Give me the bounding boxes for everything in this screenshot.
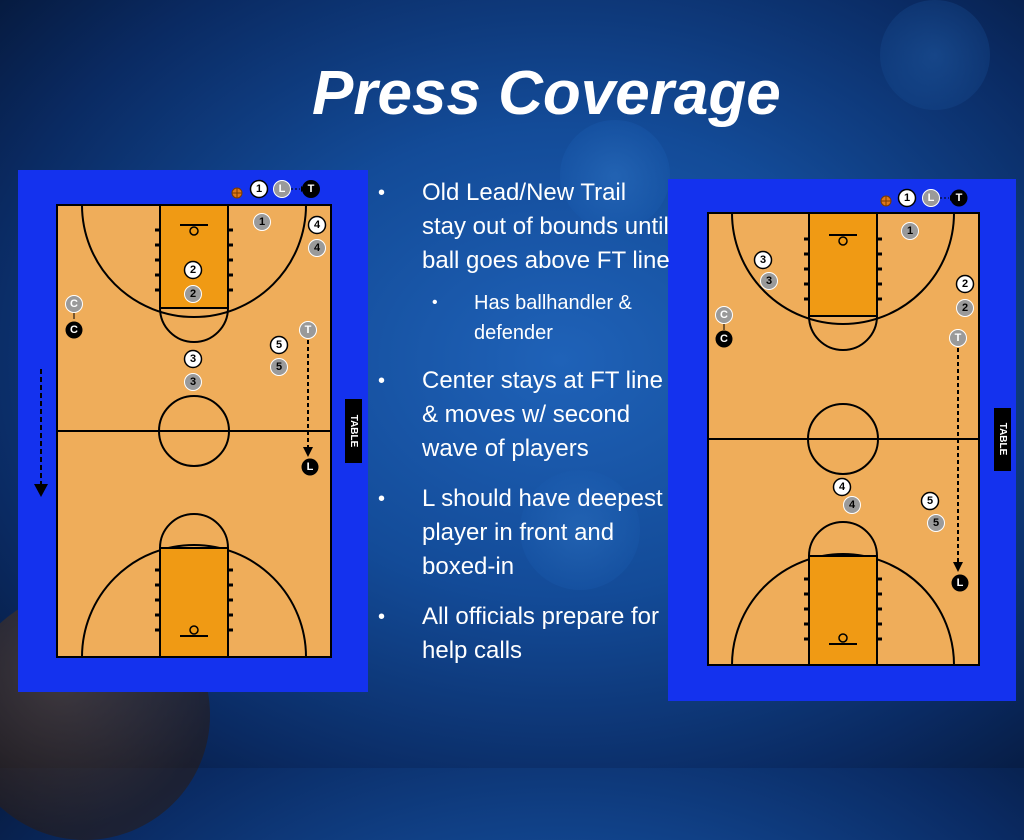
defense-player-marker: 1 <box>901 222 919 240</box>
svg-text:1: 1 <box>904 192 910 204</box>
bullet-dot: • <box>378 370 386 392</box>
official-trail: T <box>299 321 317 339</box>
svg-text:3: 3 <box>760 254 766 266</box>
bullet-list: • Old Lead/New Trail stay out of bounds u… <box>372 176 672 684</box>
svg-text:1: 1 <box>259 216 265 228</box>
offense-player-marker: 4 <box>832 477 852 497</box>
official-trail: T <box>949 329 967 347</box>
svg-text:L: L <box>279 183 286 195</box>
svg-text:C: C <box>720 333 728 345</box>
slide-title: Press Coverage <box>312 59 781 128</box>
svg-text:T: T <box>956 192 963 204</box>
svg-text:4: 4 <box>314 242 321 254</box>
bullet-item: • Old Lead/New Trail stay out of bounds u… <box>372 176 672 278</box>
svg-text:5: 5 <box>276 361 282 373</box>
svg-text:2: 2 <box>962 278 968 290</box>
legend-official-1: 1 <box>249 179 269 199</box>
legend-ball-icon <box>880 195 892 207</box>
defense-player-marker: 4 <box>843 496 861 514</box>
svg-text:2: 2 <box>962 302 968 314</box>
official-center-previous: C <box>65 295 83 313</box>
bullet-dot: • <box>432 294 438 311</box>
official-lead: L <box>951 574 969 592</box>
defense-player-marker: 3 <box>184 373 202 391</box>
offense-player-marker: 5 <box>920 491 940 511</box>
defense-player-marker: 1 <box>253 213 271 231</box>
svg-text:L: L <box>928 192 935 204</box>
bullet-text: L should have deepest player in front an… <box>422 485 663 580</box>
svg-text:T: T <box>305 324 312 336</box>
offense-player-marker: 3 <box>753 250 773 270</box>
legend-official-trail: T <box>302 180 320 198</box>
background-ball-decoration <box>880 0 990 110</box>
bullet-item: • All officials prepare for help calls <box>372 600 672 668</box>
legend-official-lead: L <box>922 189 940 207</box>
svg-text:3: 3 <box>190 376 196 388</box>
legend-ball-icon <box>231 187 243 199</box>
svg-text:TABLE: TABLE <box>348 415 359 448</box>
svg-text:L: L <box>307 461 314 473</box>
svg-text:TABLE: TABLE <box>997 423 1008 456</box>
defense-player-marker: 3 <box>760 272 778 290</box>
svg-text:T: T <box>955 332 962 344</box>
svg-text:1: 1 <box>907 225 913 237</box>
official-center: C <box>65 321 83 339</box>
svg-text:2: 2 <box>190 288 196 300</box>
bullet-text: All officials prepare for help calls <box>422 603 659 664</box>
court-diagram-left: TABLE 1 L T 2 4 3 5 1 2 4 3 5 C C T L <box>18 170 368 692</box>
svg-text:C: C <box>70 324 78 336</box>
official-lead: L <box>301 458 319 476</box>
defense-player-marker: 4 <box>308 239 326 257</box>
official-center: C <box>715 330 733 348</box>
bullet-dot: • <box>378 488 386 510</box>
bullet-text: Has ballhandler & defender <box>474 292 632 344</box>
defense-player-marker: 2 <box>184 285 202 303</box>
svg-text:3: 3 <box>766 275 772 287</box>
svg-text:3: 3 <box>190 353 196 365</box>
bullet-dot: • <box>378 182 386 204</box>
legend-official-1: 1 <box>897 188 917 208</box>
svg-text:C: C <box>70 298 78 310</box>
svg-text:1: 1 <box>256 183 262 195</box>
defense-player-marker: 5 <box>927 514 945 532</box>
offense-player-marker: 5 <box>269 335 289 355</box>
bullet-item: • L should have deepest player in front a… <box>372 482 672 584</box>
svg-text:4: 4 <box>314 219 321 231</box>
legend-official-lead: L <box>273 180 291 198</box>
offense-player-marker: 3 <box>183 349 203 369</box>
legend-official-trail: T <box>950 189 968 207</box>
scorer-table: TABLE <box>994 408 1011 471</box>
official-center-previous: C <box>715 306 733 324</box>
bullet-text: Center stays at FT line & moves w/ secon… <box>422 367 663 462</box>
svg-text:4: 4 <box>839 481 846 493</box>
svg-text:5: 5 <box>276 339 282 351</box>
svg-text:2: 2 <box>190 264 196 276</box>
offense-player-marker: 2 <box>183 260 203 280</box>
bullet-text: Old Lead/New Trail stay out of bounds un… <box>422 179 670 274</box>
bullet-item: • Center stays at FT line & moves w/ seco… <box>372 364 672 466</box>
svg-text:5: 5 <box>927 495 933 507</box>
svg-text:L: L <box>957 577 964 589</box>
bullet-dot: • <box>378 606 386 628</box>
svg-text:4: 4 <box>849 499 856 511</box>
scorer-table: TABLE <box>345 399 362 463</box>
svg-text:5: 5 <box>933 517 939 529</box>
defense-player-marker: 5 <box>270 358 288 376</box>
offense-player-marker: 2 <box>955 274 975 294</box>
court-diagram-right: TABLE 1 L T 3 2 4 5 1 3 2 4 5 C C T L <box>668 179 1016 701</box>
defense-player-marker: 2 <box>956 299 974 317</box>
offense-player-marker: 4 <box>307 215 327 235</box>
sub-bullet-item: • Has ballhandler & defender <box>372 288 672 348</box>
svg-text:C: C <box>720 309 728 321</box>
svg-text:T: T <box>308 183 315 195</box>
